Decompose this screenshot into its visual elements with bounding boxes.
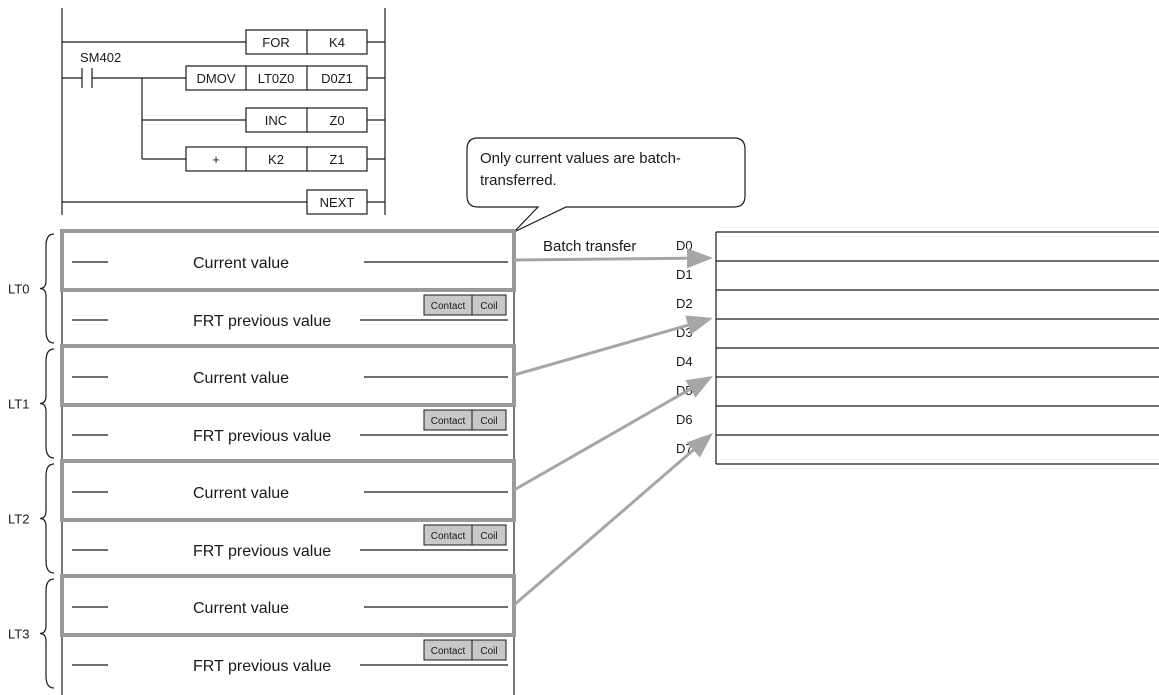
transfer-arrow-head xyxy=(686,248,713,269)
timer-label: LT3 xyxy=(8,627,29,642)
current-value-highlight xyxy=(60,459,516,522)
contact-tag-label: Contact xyxy=(431,416,466,427)
current-value-highlight xyxy=(60,574,516,637)
transfer-arrow-shaft xyxy=(513,387,692,492)
current-value-highlight xyxy=(60,229,516,292)
transfer-arrow-head xyxy=(686,433,713,458)
add-instruction xyxy=(185,146,368,172)
next-instruction xyxy=(306,189,368,215)
for-op: FOR xyxy=(262,35,289,50)
coil-tag xyxy=(471,294,507,316)
register-label-d4: D4 xyxy=(676,354,693,369)
register-label-d1: D1 xyxy=(676,267,693,282)
dmov-dst: D0Z1 xyxy=(321,71,353,86)
contact-tag-label: Contact xyxy=(431,646,466,657)
frt-previous-value-label: FRT previous value xyxy=(193,428,331,445)
transfer-arrow-shaft xyxy=(513,256,688,262)
current-value-highlight xyxy=(60,344,516,407)
timer-label: LT0 xyxy=(8,282,29,297)
callout-bubble xyxy=(466,137,746,233)
timer-brace xyxy=(39,348,55,459)
timer-label: LT2 xyxy=(8,512,29,527)
contact-label: SM402 xyxy=(80,50,121,65)
callout-text: Only current values are batch-transferre… xyxy=(480,150,681,189)
coil-tag-label: Coil xyxy=(480,531,497,542)
timer-brace xyxy=(39,578,55,689)
inc-operand: Z0 xyxy=(329,113,344,128)
frt-previous-value-label: FRT previous value xyxy=(193,543,331,560)
transfer-arrow-shaft xyxy=(513,323,689,377)
dmov-src: LT0Z0 xyxy=(258,71,295,86)
coil-tag-label: Coil xyxy=(480,301,497,312)
frt-previous-value-label: FRT previous value xyxy=(193,658,331,675)
register-label-d2: D2 xyxy=(676,296,693,311)
add-op: + xyxy=(212,152,220,167)
current-value-label: Current value xyxy=(193,485,289,502)
coil-tag-label: Coil xyxy=(480,646,497,657)
coil-tag-label: Coil xyxy=(480,416,497,427)
for-operand: K4 xyxy=(329,35,345,50)
add-dst: Z1 xyxy=(329,152,344,167)
ladder-program xyxy=(61,8,386,215)
current-value-label: Current value xyxy=(193,370,289,387)
register-label-d6: D6 xyxy=(676,412,693,427)
frt-previous-value-label: FRT previous value xyxy=(193,313,331,330)
next-op: NEXT xyxy=(320,195,355,210)
coil-tag xyxy=(471,639,507,661)
current-value-label: Current value xyxy=(193,255,289,272)
coil-tag xyxy=(471,409,507,431)
add-src: K2 xyxy=(268,152,284,167)
current-value-label: Current value xyxy=(193,600,289,617)
dmov-instruction xyxy=(185,65,368,91)
transfer-arrow-head xyxy=(685,315,713,335)
transfer-arrow-head xyxy=(685,376,713,398)
timer-brace xyxy=(39,233,55,344)
coil-tag xyxy=(471,524,507,546)
contact-tag-label: Contact xyxy=(431,531,466,542)
inc-op: INC xyxy=(265,113,287,128)
timer-brace xyxy=(39,463,55,574)
contact-tag-label: Contact xyxy=(431,301,466,312)
transfer-arrow-shaft xyxy=(513,448,695,607)
dmov-op: DMOV xyxy=(197,71,236,86)
transfer-arrows xyxy=(513,248,713,607)
batch-transfer-label: Batch transfer xyxy=(543,238,636,255)
timer-label: LT1 xyxy=(8,397,29,412)
